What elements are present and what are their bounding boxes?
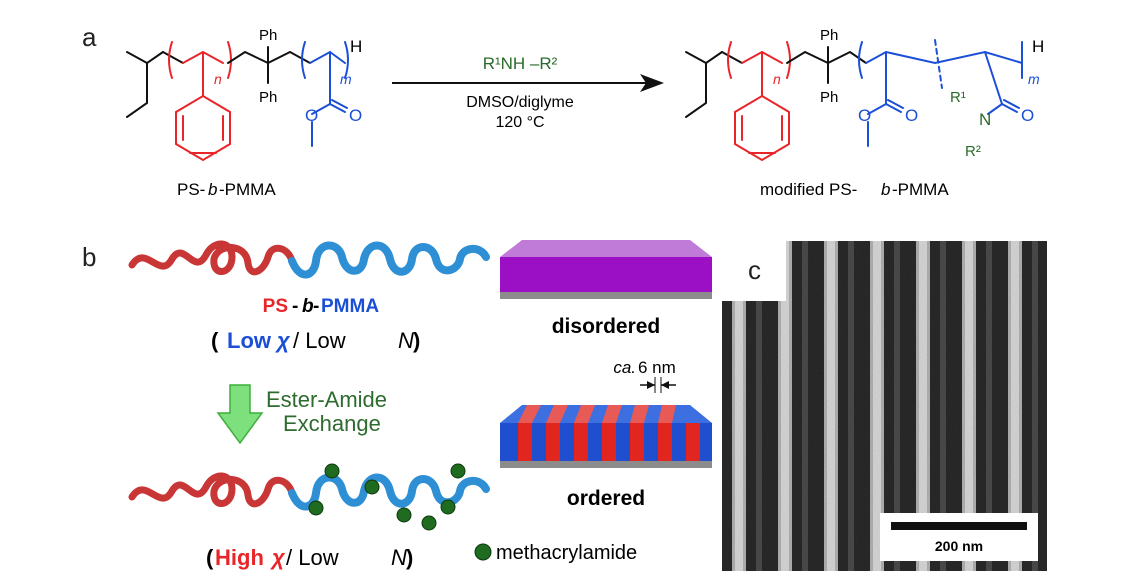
- panel-b-scheme: PS - b - PMMA ( Low χ / Low N ) Ester-Am…: [128, 240, 712, 570]
- reaction-scheme: Ph Ph n m H O O PS- b -PMMA R¹NH –R² DMS…: [126, 27, 1044, 199]
- o-label: O: [1021, 106, 1034, 125]
- n-italic: N: [391, 545, 407, 570]
- high-word: High: [215, 545, 264, 570]
- polymer-b-label: b: [302, 296, 314, 317]
- exchange-line1: Ester-Amide: [266, 387, 387, 412]
- chi-symbol: χ: [270, 545, 286, 570]
- reactant-structure: [126, 41, 349, 162]
- chi-symbol: χ: [275, 328, 291, 353]
- disordered-film: [500, 240, 712, 299]
- polymer-dash: -: [313, 296, 319, 317]
- m-subscript: m: [1028, 71, 1040, 87]
- n-italic: N: [398, 328, 414, 353]
- product-label-suffix: -PMMA: [892, 180, 949, 199]
- copolymer-coil-top: [128, 240, 490, 279]
- legend-bead: [474, 543, 492, 561]
- product-label-b: b: [881, 180, 890, 199]
- panel-label-c: c: [748, 255, 761, 285]
- ph-label: Ph: [820, 27, 838, 44]
- ph-label: Ph: [259, 27, 277, 44]
- methacrylamide-beads: [308, 463, 466, 531]
- scalebar-box: [880, 513, 1038, 561]
- exchange-line2: Exchange: [283, 411, 381, 436]
- product-structure: [685, 39, 1023, 162]
- o-label: O: [858, 106, 871, 125]
- solvent-label: DMSO/diglyme: [466, 94, 574, 111]
- r1-label: R¹: [950, 89, 966, 106]
- m-subscript: m: [340, 71, 352, 87]
- scalebar-label: 200 nm: [935, 538, 983, 554]
- temperature-label: 120 °C: [495, 114, 544, 131]
- ph-label: Ph: [820, 89, 838, 106]
- h-label: H: [1032, 37, 1044, 56]
- low-n-text: / Low: [286, 545, 339, 570]
- ordered-film: [500, 405, 712, 468]
- n-subscript: n: [773, 71, 781, 87]
- n-atom-label: N: [979, 110, 991, 129]
- n-subscript: n: [214, 71, 222, 87]
- reactant-label-b: b: [208, 180, 217, 199]
- ph-label: Ph: [259, 89, 277, 106]
- close-paren: ): [413, 328, 420, 353]
- close-paren: ): [406, 545, 413, 570]
- h-label: H: [350, 37, 362, 56]
- reactant-label-suffix: -PMMA: [219, 180, 276, 199]
- high-chi-open: (: [206, 545, 214, 570]
- polymer-ps-label: PS: [263, 296, 288, 317]
- low-n-text: / Low: [293, 328, 346, 353]
- ordered-label: ordered: [567, 487, 645, 510]
- low-chi-open: (: [211, 328, 219, 353]
- arrow-head: [640, 74, 664, 92]
- legend-label: methacrylamide: [496, 542, 637, 564]
- reactant-label-prefix: PS-: [177, 180, 205, 199]
- product-label-prefix: modified PS-: [760, 180, 857, 199]
- copolymer-coil-bottom: [128, 472, 490, 511]
- low-word: Low: [227, 328, 272, 353]
- reagent-label: R¹NH –R²: [483, 54, 558, 73]
- o-label: O: [905, 106, 918, 125]
- panel-label-b: b: [82, 242, 97, 272]
- spacing-label: 6 nm: [638, 358, 676, 377]
- ca-label: ca.: [613, 358, 636, 377]
- panel-label-a: a: [82, 22, 97, 52]
- panel-c-label-box: [722, 241, 786, 301]
- scalebar: [891, 522, 1027, 530]
- r2-label: R²: [965, 143, 981, 160]
- disordered-label: disordered: [552, 315, 661, 338]
- polymer-pmma-label: PMMA: [321, 296, 379, 317]
- exchange-arrow: [216, 384, 264, 445]
- sem-image: c 200 nm: [722, 241, 1047, 571]
- polymer-dash: -: [292, 296, 298, 317]
- o-label: O: [349, 106, 362, 125]
- o-label: O: [305, 106, 318, 125]
